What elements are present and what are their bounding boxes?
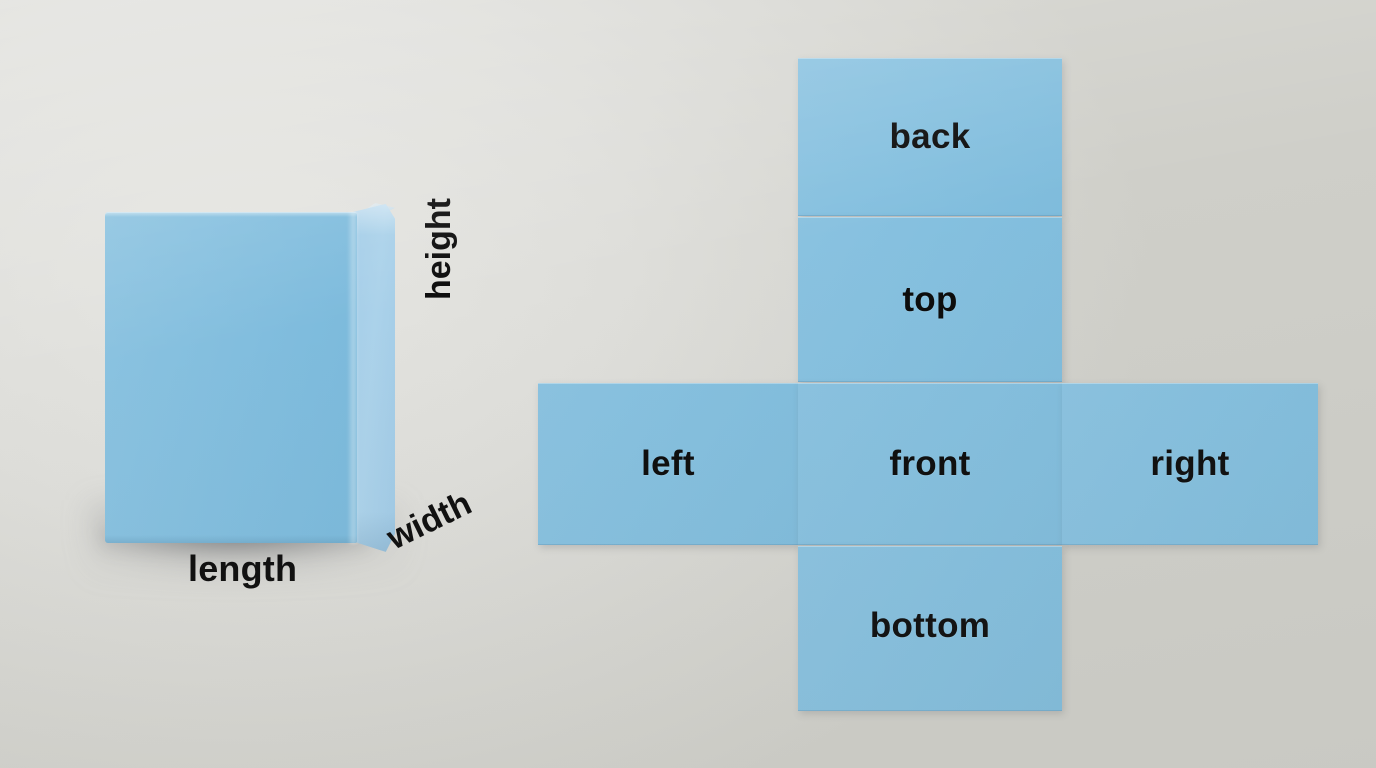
box-front-top-bevel: [105, 212, 357, 217]
net-face-bottom-label: bottom: [869, 606, 991, 645]
box-vertical-edge-highlight: [347, 212, 359, 544]
dimension-label-length: length: [188, 548, 298, 589]
net-face-left: left: [538, 383, 798, 545]
box-side-face-shading: [353, 204, 395, 552]
net-face-right: right: [1062, 383, 1318, 545]
net-face-front: front: [798, 383, 1062, 545]
box-side-face: [353, 204, 395, 552]
net-face-bottom: bottom: [798, 546, 1062, 711]
rectangular-prism-figure: length height width: [0, 0, 520, 768]
net-face-top: top: [798, 217, 1062, 382]
net-face-front-label: front: [889, 444, 971, 483]
net-face-right-label: right: [1150, 444, 1230, 483]
net-face-left-label: left: [641, 444, 695, 483]
net-face-top-label: top: [902, 279, 958, 319]
box-front-face: [105, 212, 357, 543]
net-face-back-label: back: [889, 117, 971, 156]
box-front-bottom-bevel: [105, 535, 357, 543]
net-face-back: back: [798, 58, 1062, 216]
